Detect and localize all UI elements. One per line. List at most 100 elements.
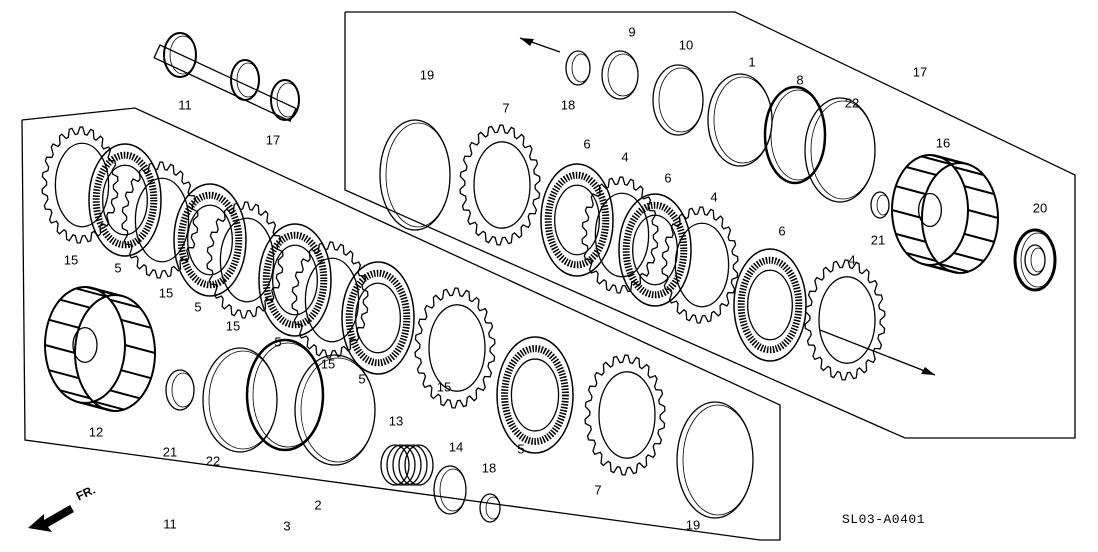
clutch-drum-16	[921, 162, 999, 274]
steel-plate-bore	[219, 217, 275, 303]
callout-11: 11	[178, 97, 192, 113]
clutch-drum-12-hub	[72, 326, 98, 364]
clutch-drum-12-spline	[124, 344, 156, 354]
o-ring-1	[713, 76, 773, 164]
friction-disc-bore	[510, 358, 560, 432]
return-spring-13	[398, 444, 428, 486]
clutch-drum-16-spline	[906, 166, 937, 176]
clutch-drum-16-spline	[891, 209, 923, 219]
friction-disc-bore	[747, 269, 793, 341]
callout-15: 15	[158, 285, 174, 301]
callout-19: 19	[419, 67, 435, 83]
clutch-drum-12-spline	[93, 400, 125, 411]
friction-disc	[173, 183, 247, 297]
callout-8: 8	[796, 72, 804, 88]
mainshaft	[153, 44, 297, 122]
clutch-drum-12-spline	[59, 389, 91, 400]
arrow-head	[921, 367, 935, 375]
steel-plate	[291, 241, 369, 359]
callout-19: 19	[685, 517, 701, 533]
callout-5: 5	[517, 441, 525, 457]
callout-5: 5	[194, 299, 202, 315]
o-ring-22	[810, 100, 876, 200]
snap-ring-19	[682, 404, 754, 516]
friction-disc	[540, 163, 614, 277]
steel-plate	[206, 201, 284, 319]
callout-14: 14	[448, 439, 464, 455]
steel-plate	[414, 287, 496, 409]
callout-4: 4	[848, 252, 856, 268]
return-spring-13	[404, 444, 434, 486]
friction-disc	[618, 193, 692, 307]
clutch-drum-12	[44, 286, 126, 404]
snap-ring-18	[571, 53, 591, 83]
bearing-20-inner	[1030, 247, 1046, 273]
callout-5: 5	[114, 260, 122, 276]
clutch-drum-12-spline	[109, 298, 141, 309]
callout-17: 17	[265, 132, 281, 148]
steel-plate-bore	[674, 222, 730, 308]
friction-disc-bore	[355, 282, 401, 354]
callout-1: 1	[748, 54, 756, 70]
snap-ring-19	[385, 122, 451, 228]
piston-3	[252, 342, 324, 448]
clutch-drum-12-spline	[48, 318, 80, 329]
return-spring-13	[392, 444, 422, 486]
callout-11: 11	[163, 516, 177, 532]
friction-disc	[341, 261, 415, 375]
snap-ring-18	[485, 496, 501, 520]
clutch-drum-16-spline	[921, 262, 952, 273]
callout-5: 5	[274, 334, 282, 350]
friction-disc	[88, 143, 162, 257]
callout-7: 7	[594, 482, 602, 498]
callout-7: 7	[502, 100, 510, 116]
snap-ring-18	[565, 50, 591, 86]
clutch-drum-12-spline	[120, 318, 152, 329]
friction-disc-bore	[187, 204, 233, 276]
callout-15: 15	[63, 252, 79, 268]
friction-disc	[258, 223, 332, 337]
piston-2	[300, 357, 376, 463]
callout-15: 15	[320, 356, 336, 372]
clutch-drum-16-spline	[963, 232, 995, 243]
clutch-drum-16-spline	[921, 155, 952, 166]
callout-4: 4	[621, 149, 629, 165]
callout-13: 13	[388, 413, 404, 429]
clutch-drum-16-spline	[963, 185, 995, 196]
steel-plate-bore	[818, 276, 876, 364]
callout-4: 4	[710, 189, 718, 205]
callout-6: 6	[664, 170, 672, 186]
callout-16: 16	[935, 135, 951, 151]
clutch-drum-12-spline	[59, 298, 91, 309]
right-group-frame	[344, 11, 1076, 439]
o-ring-22	[208, 350, 278, 450]
clutch-drum-12-spline	[75, 287, 107, 298]
clutch-drum-16	[891, 154, 969, 266]
steel-plate-bore	[134, 177, 190, 263]
callout-17: 17	[912, 64, 928, 80]
arrow-head	[520, 38, 534, 46]
callout-21: 21	[870, 232, 886, 248]
axis-arrow	[819, 329, 936, 376]
friction-disc-bore	[272, 244, 318, 316]
steel-plate	[584, 354, 666, 476]
steel-plate-bore	[54, 142, 110, 228]
o-ring-21	[171, 372, 195, 408]
steel-plate	[41, 126, 119, 244]
shaft-gear	[236, 62, 260, 98]
friction-disc-bore	[554, 184, 600, 256]
callout-15: 15	[436, 379, 452, 395]
friction-lining	[501, 345, 569, 445]
callout-21: 21	[162, 444, 178, 460]
clutch-drum-16-spline	[895, 232, 927, 243]
steel-plate	[459, 124, 541, 246]
steel-plate	[804, 259, 886, 381]
callout-9: 9	[628, 24, 636, 40]
friction-disc-bore	[102, 164, 148, 236]
steel-plate-bore	[428, 304, 486, 392]
steel-plate-bore	[473, 141, 531, 229]
seal-9	[601, 50, 639, 100]
callout-15: 15	[225, 318, 241, 334]
